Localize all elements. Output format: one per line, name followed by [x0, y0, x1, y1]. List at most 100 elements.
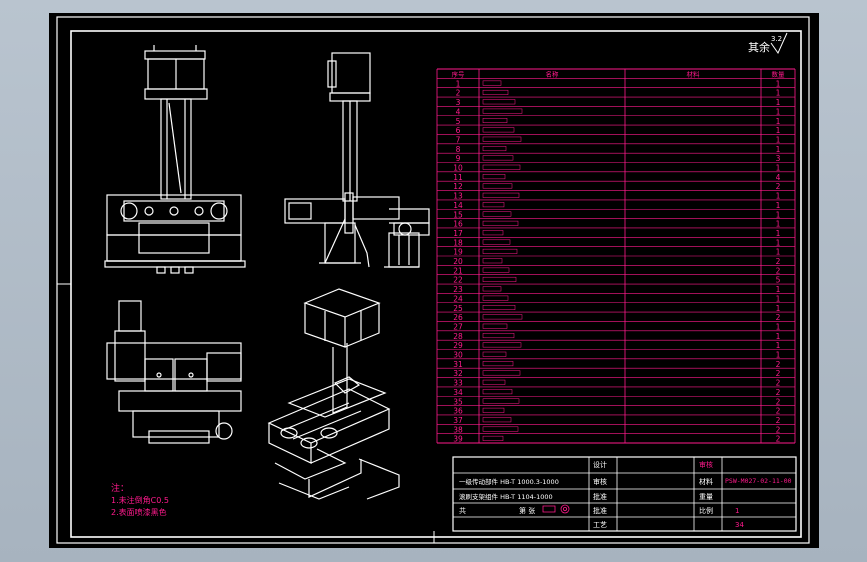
bom-row-qty: 2 [776, 416, 781, 425]
bom-row-num: 29 [453, 341, 463, 350]
bom-row-name-glyphs [482, 108, 523, 114]
bom-row-num: 32 [453, 369, 463, 378]
bom-row-num: 30 [453, 351, 463, 360]
bom-row-num: 2 [456, 89, 461, 98]
bom-row-num: 20 [453, 257, 463, 266]
bom-row-num: 1 [456, 79, 461, 88]
bom-row-qty: 2 [776, 407, 781, 416]
bom-row-name-glyphs [482, 99, 516, 105]
bom-row-qty: 1 [776, 79, 781, 88]
bom-row-name-glyphs [482, 323, 508, 329]
bom-row-name-glyphs [482, 379, 506, 385]
bom-row-num: 35 [453, 397, 463, 406]
bom-row-qty: 1 [776, 229, 781, 238]
bom-row-name-glyphs [482, 370, 521, 376]
projection-symbol-icon [560, 504, 570, 514]
bom-row-name-glyphs [482, 202, 505, 208]
bom-row-name-glyphs [482, 230, 504, 236]
bom-row-qty: 1 [776, 98, 781, 107]
bom-header-name: 名称 [546, 70, 560, 79]
bom-row-qty: 1 [776, 322, 781, 331]
bom-row-name-glyphs [482, 127, 515, 133]
bom-row-name-glyphs [482, 389, 513, 395]
bom-row-name-glyphs [482, 192, 520, 198]
bom-row-name-glyphs [482, 435, 504, 441]
title-block: 一级传动部件 HB-T 1000.3-1000 滚刷支架组件 HB-T 1104… [452, 456, 797, 532]
bom-row-qty: 1 [776, 304, 781, 313]
bom-row-name-glyphs [482, 314, 523, 320]
note-line-1: 1.未注倒角C0.5 [111, 495, 169, 505]
bom-row-num: 3 [456, 98, 461, 107]
bom-row-qty: 1 [776, 201, 781, 210]
bom-row-qty: 2 [776, 182, 781, 191]
bom-row-name-glyphs [482, 220, 519, 226]
bom-row-num: 37 [453, 416, 463, 425]
bom-row-name-glyphs [482, 417, 512, 423]
bom-row-num: 13 [453, 192, 463, 201]
bom-row-qty: 1 [776, 248, 781, 257]
bom-row-num: 36 [453, 407, 463, 416]
bom-row-qty: 1 [776, 210, 781, 219]
bom-row-name-glyphs [482, 267, 510, 273]
bom-row-qty: 1 [776, 107, 781, 116]
bom-row-name-glyphs [482, 407, 505, 413]
bom-row-qty: 2 [776, 266, 781, 275]
bom-row-num: 9 [456, 154, 461, 163]
bom-row-qty: 2 [776, 369, 781, 378]
check-label: 审核 [593, 477, 607, 486]
drawing-number: PSW-M027-02-11-00 [725, 477, 792, 485]
bom-row-num: 31 [453, 360, 463, 369]
craft-label: 工艺 [593, 521, 607, 529]
bom-row-qty: 1 [776, 285, 781, 294]
roughness-check-icon [770, 32, 788, 55]
bom-row-num: 16 [453, 220, 463, 229]
bom-row-name-glyphs [482, 286, 502, 292]
notes-title: 注： [111, 482, 129, 494]
bom-header-material: 材料 [687, 70, 701, 79]
bom-row-name-glyphs [482, 248, 518, 254]
sheet-total: 34 [735, 521, 744, 529]
bom-row-qty: 2 [776, 425, 781, 434]
bom-row-name-glyphs [482, 305, 516, 310]
title-row-2: 滚刷支架组件 HB-T 1104-1000 [459, 492, 553, 501]
bom-row-name-glyphs [482, 136, 522, 142]
title-row-3-left: 共 [459, 506, 466, 515]
bom-row-num: 15 [453, 210, 463, 219]
top-view [106, 300, 242, 444]
bom-row-num: 24 [453, 294, 463, 303]
bom-row-qty: 1 [776, 332, 781, 341]
side-view [284, 52, 430, 268]
bom-row-name-glyphs [482, 295, 509, 301]
check-label-2: 审核 [699, 460, 713, 469]
bom-row-qty: 1 [776, 341, 781, 350]
bom-row-name-glyphs [482, 276, 517, 282]
bom-row-name-glyphs [482, 89, 509, 95]
material-label: 材料 [699, 477, 713, 486]
outer-frame [56, 16, 810, 544]
bom-row-qty: 1 [776, 126, 781, 135]
bom-row-qty: 1 [776, 220, 781, 229]
bom-row-num: 21 [453, 266, 463, 275]
cad-drawing: 其余 3.2 [56, 16, 810, 544]
bom-row-num: 7 [456, 135, 461, 144]
bom-row-num: 10 [453, 164, 463, 173]
bom-row-qty: 1 [776, 89, 781, 98]
bom-row-qty: 1 [776, 135, 781, 144]
bom-row-qty: 2 [776, 360, 781, 369]
approve-label-2: 批准 [593, 506, 607, 515]
bom-row-num: 34 [453, 388, 463, 397]
bom-row-num: 39 [453, 435, 463, 444]
bom-row-qty: 2 [776, 257, 781, 266]
bom-row-num: 4 [456, 107, 461, 116]
bom-row-name-glyphs [482, 80, 502, 86]
bom-row-num: 33 [453, 379, 463, 388]
bom-row-name-glyphs [482, 146, 507, 152]
isometric-view [267, 288, 400, 500]
bom-row-qty: 1 [776, 145, 781, 154]
bom-row-name-glyphs [482, 333, 515, 339]
approve-label: 批准 [593, 492, 607, 501]
bom-row-num: 25 [453, 304, 463, 313]
bom-row-qty: 3 [776, 154, 781, 163]
bom-row-qty: 1 [776, 192, 781, 201]
